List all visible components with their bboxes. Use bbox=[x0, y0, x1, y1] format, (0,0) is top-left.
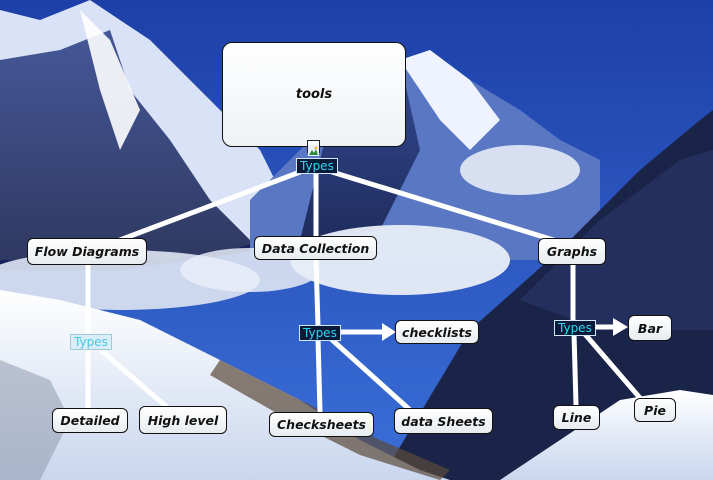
arrowhead-bar bbox=[613, 318, 628, 336]
root-node-tools[interactable]: tools bbox=[222, 42, 406, 147]
link-types-checksheets bbox=[315, 335, 323, 415]
arrowhead-checklists bbox=[382, 323, 396, 341]
node-checksheets[interactable]: Checksheets bbox=[269, 412, 374, 437]
link-types-line bbox=[571, 330, 579, 408]
link-types-datasheets bbox=[327, 335, 413, 413]
link-label-types-graphs[interactable]: Types bbox=[554, 320, 596, 336]
link-label-types-flow[interactable]: Types bbox=[70, 334, 112, 350]
node-label: Detailed bbox=[60, 413, 120, 428]
node-label: checklists bbox=[402, 324, 472, 340]
node-pie[interactable]: Pie bbox=[634, 398, 676, 422]
link-root-graphs bbox=[329, 169, 563, 245]
node-data-collection[interactable]: Data Collection bbox=[254, 236, 377, 260]
resource-image-icon[interactable] bbox=[307, 140, 320, 156]
node-detailed[interactable]: Detailed bbox=[52, 408, 128, 433]
node-label: data Sheets bbox=[401, 413, 486, 429]
link-label-types-root[interactable]: Types bbox=[296, 158, 338, 174]
node-graphs[interactable]: Graphs bbox=[538, 238, 606, 265]
node-line[interactable]: Line bbox=[553, 405, 600, 430]
node-label: Line bbox=[561, 410, 592, 425]
node-label: Pie bbox=[644, 402, 666, 418]
node-label: Bar bbox=[637, 320, 663, 336]
link-label-types-data[interactable]: Types bbox=[299, 325, 341, 341]
node-label: Data Collection bbox=[261, 240, 370, 256]
node-label: Flow Diagrams bbox=[34, 244, 140, 259]
link-data-types bbox=[313, 257, 321, 329]
node-label: Graphs bbox=[546, 244, 598, 259]
node-label: Checksheets bbox=[277, 417, 366, 432]
node-label: High level bbox=[147, 412, 219, 428]
node-high-level[interactable]: High level bbox=[139, 406, 227, 434]
node-checklists[interactable]: checklists bbox=[395, 320, 479, 344]
node-flow-diagrams[interactable]: Flow Diagrams bbox=[27, 238, 147, 265]
node-data-sheets[interactable]: data Sheets bbox=[394, 408, 493, 434]
node-bar[interactable]: Bar bbox=[628, 315, 672, 341]
root-node-label: tools bbox=[295, 87, 333, 102]
link-types-highlevel bbox=[93, 343, 171, 411]
link-root-flow bbox=[117, 169, 303, 243]
link-types-pie bbox=[581, 330, 643, 401]
